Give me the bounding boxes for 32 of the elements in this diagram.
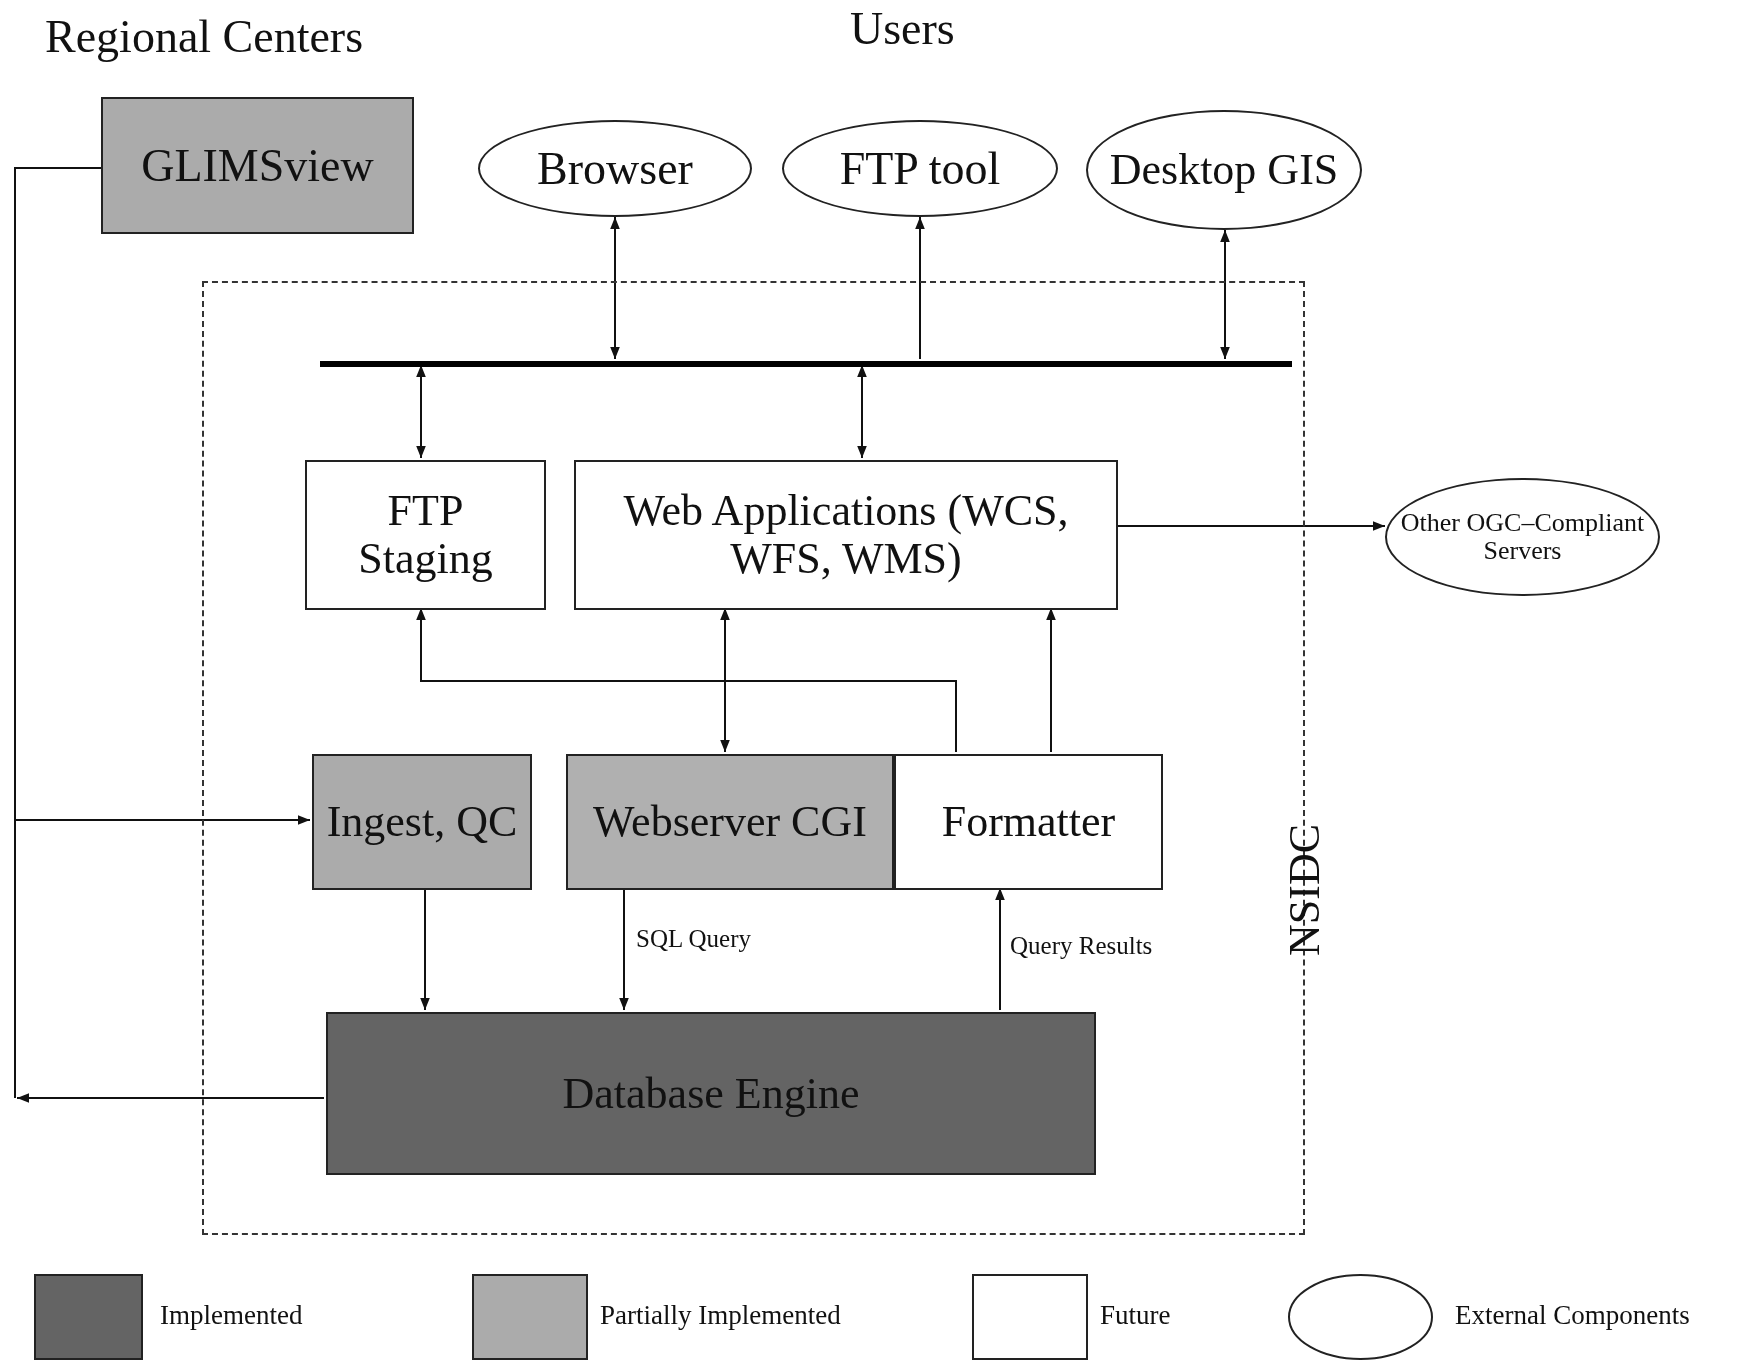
- group-heading: Users: [850, 2, 955, 55]
- box-label: GLIMSview: [140, 140, 375, 191]
- arrow: [610, 216, 620, 360]
- arrow: [1220, 229, 1230, 360]
- legend-label: Partially Implemented: [600, 1300, 841, 1331]
- ellipse-label: Desktop GIS: [1108, 146, 1340, 194]
- process-box: [894, 754, 1163, 890]
- ellipse-label: Other OGC–Compliant Servers: [1399, 508, 1646, 566]
- box-label: FTP Staging: [357, 487, 494, 583]
- box-label: Ingest, QC: [325, 798, 519, 846]
- frame-label: NSIDC: [1283, 824, 1327, 956]
- box-label: Webserver CGI: [592, 798, 868, 846]
- legend-label: External Components: [1455, 1300, 1690, 1331]
- process-box: [574, 460, 1118, 610]
- group-heading: Regional Centers: [45, 10, 364, 63]
- process-box: [305, 460, 546, 610]
- process-box: [312, 754, 532, 890]
- arrow: [857, 364, 867, 459]
- box-label: Formatter: [940, 798, 1117, 846]
- box-label: Web Applications (WCS, WFS, WMS): [622, 487, 1070, 583]
- arrow: [915, 216, 925, 360]
- arrow: [16, 1093, 325, 1103]
- process-box: [101, 97, 414, 234]
- process-box: [566, 754, 894, 890]
- process-box: [326, 1012, 1096, 1175]
- ellipse-label: FTP tool: [838, 143, 1002, 194]
- ellipse-label: Browser: [536, 143, 694, 194]
- arrow: [416, 364, 426, 459]
- arrow: [14, 167, 311, 1099]
- legend-label: Future: [1100, 1300, 1171, 1331]
- legend-label: Implemented: [160, 1300, 303, 1331]
- box-label: Database Engine: [561, 1069, 861, 1118]
